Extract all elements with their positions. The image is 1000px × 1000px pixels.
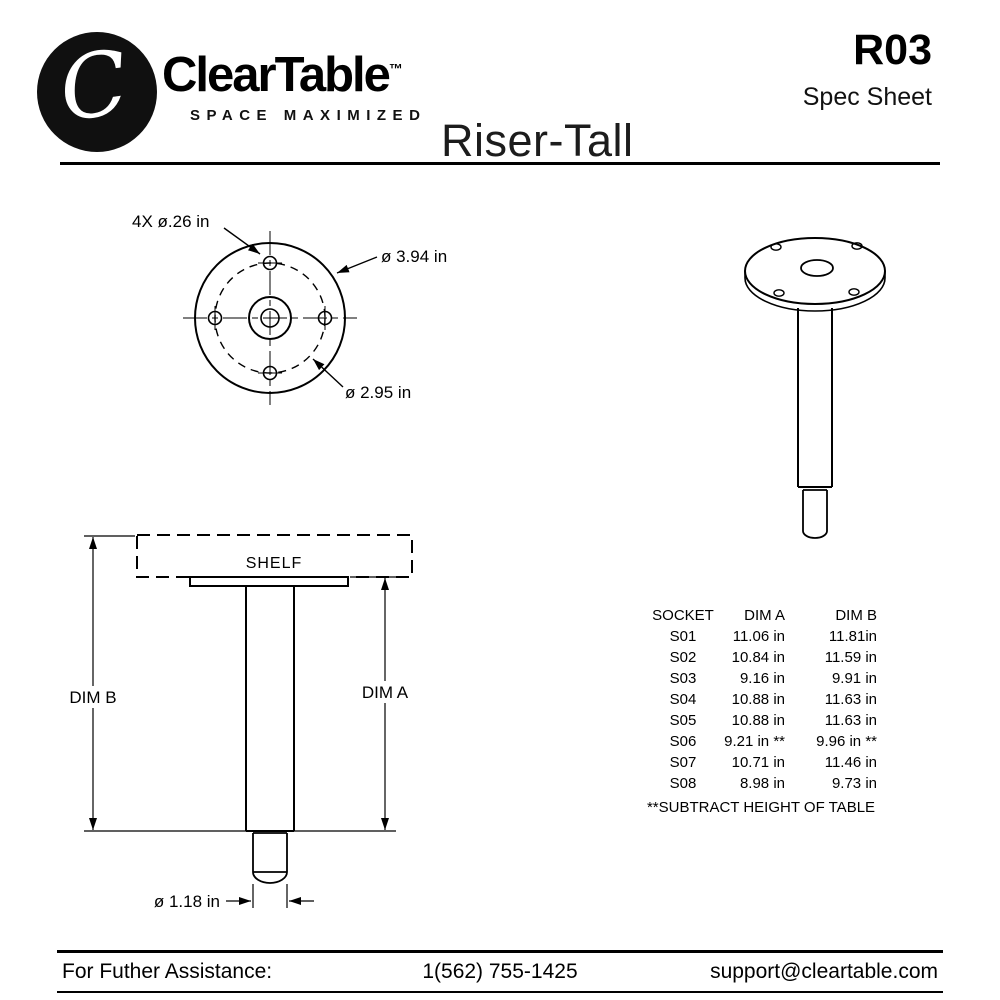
dim-a-cell: 10.84 in (731, 649, 785, 666)
tip-diameter-label: ø 1.18 in (154, 892, 220, 911)
table-row: S06 9.21 in ** 9.96 in ** (645, 731, 877, 752)
socket-cell: S08 (669, 775, 697, 792)
bolt-hole-ellipse (770, 243, 782, 251)
leader-outer-dia (336, 256, 378, 274)
post-body (797, 308, 833, 488)
logo-c-glyph: C (53, 30, 135, 142)
socket-cell: S01 (669, 628, 697, 645)
footer-divider-bottom (57, 991, 943, 993)
center-hole-ellipse (800, 259, 834, 277)
bolt-hole-ticks (214, 262, 326, 374)
brand-block: ClearTable™ SPACE MAXIMIZED (162, 48, 427, 125)
dim-a-cell: 11.06 in (732, 628, 785, 645)
socket-dimension-table: SOCKET DIM A DIM B S01 11.06 in 11.81in … (645, 605, 877, 818)
flange-plate (189, 576, 349, 587)
dim-a-extension-lines (294, 576, 396, 832)
bolt-hole-note-label: 4X ø.26 in (132, 212, 210, 231)
brand-name: ClearTable™ (162, 48, 426, 102)
cleartable-logo: C (37, 30, 157, 152)
elevation-geometry (84, 534, 413, 908)
dim-b-label-mask (63, 686, 123, 708)
dim-a-label: DIM A (362, 683, 409, 702)
dim-b-cell: 11.46 in (824, 754, 877, 771)
page-title: Riser-Tall (441, 115, 634, 166)
dim-b-cell: 9.96 in ** (816, 733, 877, 750)
table-row: S03 9.16 in 9.91 in (645, 668, 877, 689)
centerlines (183, 231, 357, 405)
leader-bolt-circle-dia (312, 358, 344, 388)
socket-cell: S05 (669, 712, 697, 729)
support-phone: 1(562) 755-1425 (422, 960, 578, 983)
post-outline (245, 586, 295, 832)
dim-b-cell: 11.63 in (824, 712, 877, 729)
table-row: S01 11.06 in 11.81in (645, 626, 877, 647)
bolt-hole-ellipse (848, 288, 860, 296)
elevation-drawing: SHELF DIM B DIM A ø 1.18 in (63, 534, 415, 911)
side-view-geometry (744, 237, 886, 539)
table-footnote: **SUBTRACT HEIGHT OF TABLE (646, 799, 876, 816)
bolt-circle-diameter-label: ø 2.95 in (345, 383, 411, 402)
dim-b-cell: 9.73 in (831, 775, 877, 792)
table-row: S07 10.71 in 11.46 in (645, 752, 877, 773)
dim-a-cell: 9.21 in ** (724, 733, 785, 750)
footer-divider-top (57, 950, 943, 953)
dim-b-label: DIM B (69, 688, 116, 707)
leader-bolt-note (223, 227, 261, 255)
assistance-label: For Futher Assistance: (62, 960, 273, 983)
tip-dia-extension-lines (252, 884, 288, 908)
hub-circle (248, 296, 292, 340)
dim-a-cell: 10.88 in (731, 691, 785, 708)
shelf-outline (136, 534, 413, 578)
dim-a-cell: 10.88 in (731, 712, 785, 729)
shelf-label: SHELF (246, 555, 303, 572)
dim-a-label-mask (355, 681, 415, 703)
center-hole (260, 308, 280, 328)
table-row: S04 10.88 in 11.63 in (645, 689, 877, 710)
outer-flange-circle (194, 242, 346, 394)
tip-cap (252, 871, 288, 884)
brand-text: ClearTable (162, 48, 391, 102)
table-row: S05 10.88 in 11.63 in (645, 710, 877, 731)
post-tip (802, 489, 828, 531)
socket-cell: S03 (669, 670, 697, 687)
doc-type: Spec Sheet (802, 83, 932, 111)
brand-tagline: SPACE MAXIMIZED (190, 107, 427, 125)
support-email: support@cleartable.com (710, 960, 938, 983)
header-divider (60, 162, 940, 165)
tip-outline (252, 832, 288, 873)
side-view-drawing (744, 237, 886, 539)
col-header-dim-b: DIM B (835, 607, 877, 624)
flange-thickness (744, 271, 886, 312)
socket-cell: S04 (669, 691, 697, 708)
bolt-hole-ellipse (851, 242, 863, 250)
dim-b-extension-lines (84, 535, 246, 832)
socket-cell: S02 (669, 649, 697, 666)
dim-b-cell: 11.81in (828, 628, 877, 645)
col-header-socket: SOCKET (652, 607, 714, 624)
dim-b-cell: 11.63 in (824, 691, 877, 708)
dim-b-cell: 11.59 in (824, 649, 877, 666)
post-tip-cap (802, 530, 828, 539)
top-view-drawing: 4X ø.26 in ø 3.94 in ø 2.95 in (132, 212, 447, 405)
trademark-symbol: ™ (388, 60, 403, 77)
col-header-dim-a: DIM A (744, 607, 785, 624)
bolt-hole-ellipse (773, 289, 785, 297)
socket-cell: S07 (669, 754, 697, 771)
dim-a-cell: 9.16 in (739, 670, 785, 687)
dim-a-cell: 10.71 in (731, 754, 785, 771)
outer-diameter-label: ø 3.94 in (381, 247, 447, 266)
table-row: S02 10.84 in 11.59 in (645, 647, 877, 668)
dim-a-cell: 8.98 in (739, 775, 785, 792)
table-header-row: SOCKET DIM A DIM B (645, 605, 877, 626)
flange-ellipse (744, 237, 886, 305)
doc-code: R03 (853, 26, 932, 74)
top-view-geometry (183, 227, 378, 405)
dim-b-cell: 9.91 in (831, 670, 877, 687)
table-row: S08 8.98 in 9.73 in (645, 773, 877, 794)
socket-cell: S06 (669, 733, 697, 750)
